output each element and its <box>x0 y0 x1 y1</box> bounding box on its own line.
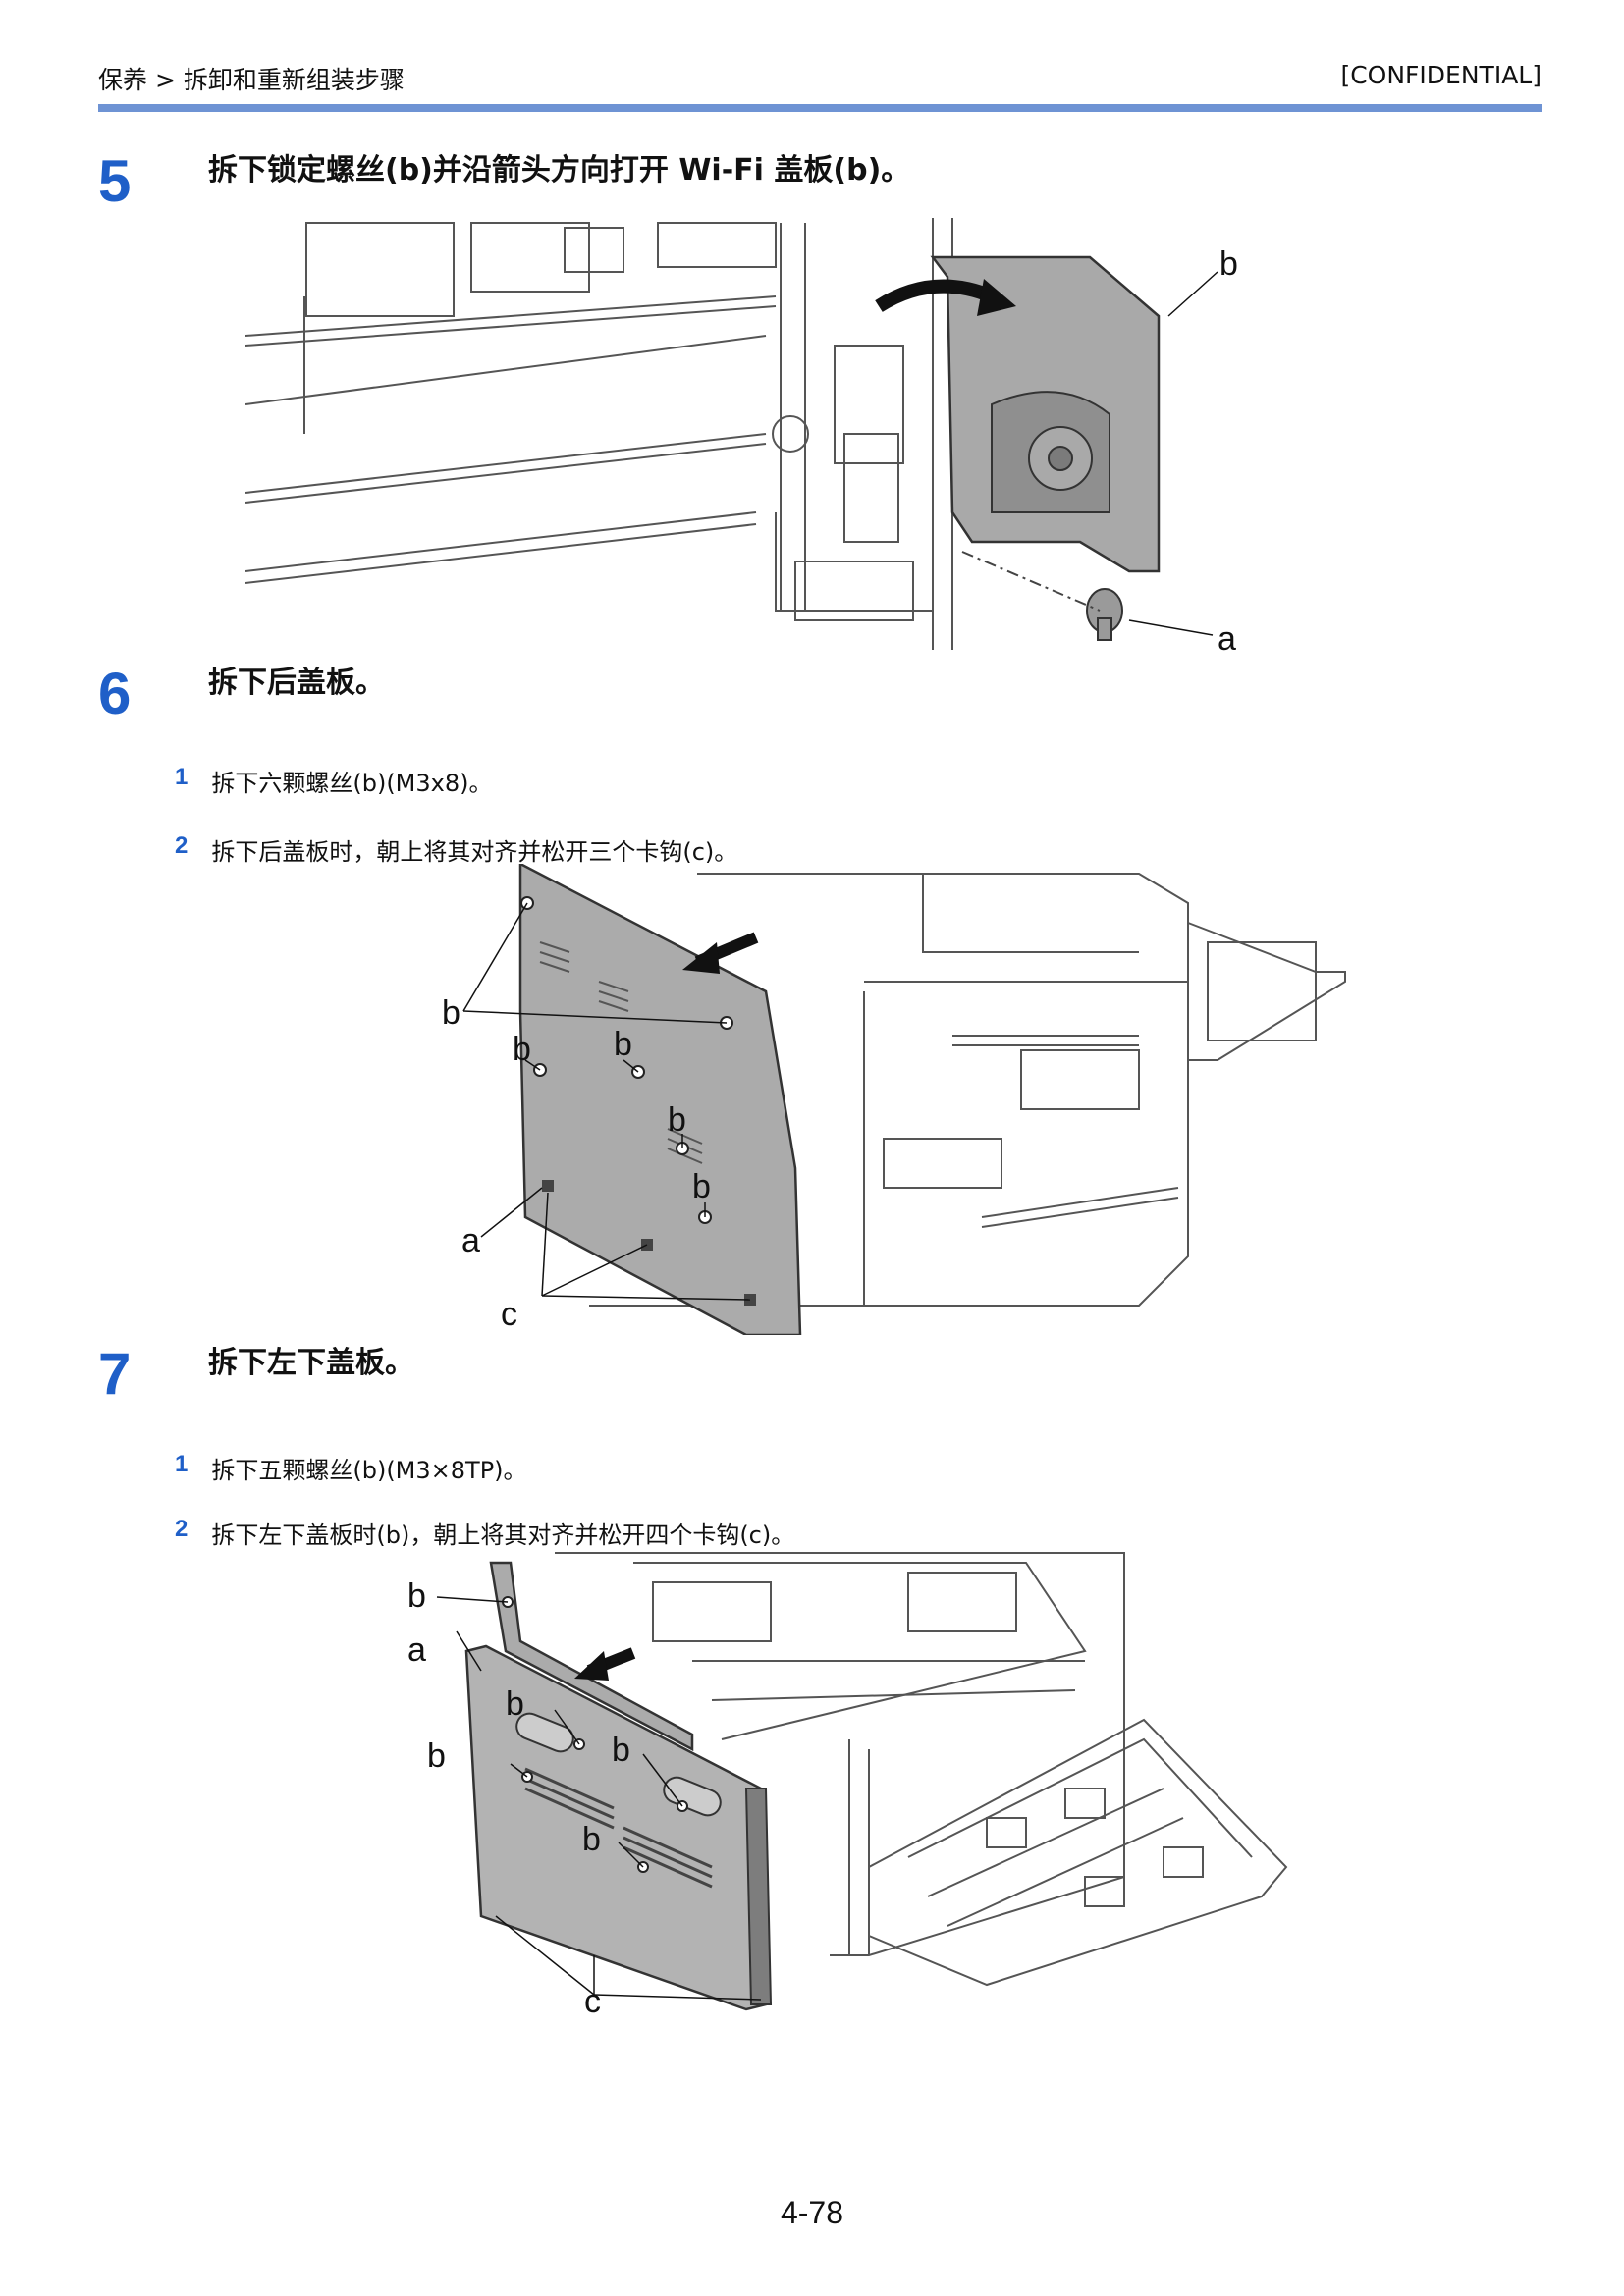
step-7-label-b-3: b <box>427 1737 446 1775</box>
substep-text: 拆下六颗螺丝(b)(M3x8)。 <box>211 770 493 797</box>
step-7-substep-1: 1 拆下五颗螺丝(b)(M3×8TP)。 <box>175 1451 527 1485</box>
substep-number: 2 <box>175 832 189 859</box>
step-6-number: 6 <box>98 661 132 726</box>
step-6-label-a: a <box>461 1222 480 1259</box>
step-6-label-b-2: b <box>513 1031 531 1068</box>
step-7-label-c: c <box>584 1983 601 2014</box>
step-6-title: 拆下后盖板。 <box>208 666 385 700</box>
substep-number: 2 <box>175 1516 189 1542</box>
step-7-title: 拆下左下盖板。 <box>208 1346 414 1380</box>
step-7-label-a: a <box>407 1631 426 1669</box>
step-6-label-b-4: b <box>668 1101 686 1139</box>
page-number: 4-78 <box>780 2195 844 2230</box>
confidential-label: [CONFIDENTIAL] <box>1340 61 1542 89</box>
step-6-substep-2: 2 拆下后盖板时，朝上将其对齐并松开三个卡钩(c)。 <box>175 832 737 867</box>
step-5-label-b: b <box>1219 245 1238 283</box>
step-6-figure: b b b b b a c <box>432 864 1355 1335</box>
header-divider <box>98 104 1542 112</box>
step-7-label-b-4: b <box>612 1732 630 1769</box>
step-5-label-a: a <box>1218 620 1236 658</box>
step-7-substep-2: 2 拆下左下盖板时(b)，朝上将其对齐并松开四个卡钩(c)。 <box>175 1516 794 1550</box>
step-5-figure: b a <box>245 218 1247 658</box>
substep-text: 拆下后盖板时，朝上将其对齐并松开三个卡钩(c)。 <box>211 838 738 866</box>
substep-number: 1 <box>175 764 189 790</box>
step-5-number: 5 <box>98 148 132 214</box>
step-6-label-b-3: b <box>614 1026 632 1063</box>
substep-text: 拆下左下盖板时(b)，朝上将其对齐并松开四个卡钩(c)。 <box>211 1522 795 1549</box>
substep-number: 1 <box>175 1451 189 1477</box>
step-5-title: 拆下锁定螺丝(b)并沿箭头方向打开 Wi-Fi 盖板(b)。 <box>208 153 911 187</box>
breadcrumb: 保养 > 拆卸和重新组装步骤 <box>98 66 405 94</box>
step-7-label-b-5: b <box>582 1821 601 1858</box>
step-7-label-b-2: b <box>506 1685 524 1723</box>
substep-text: 拆下五颗螺丝(b)(M3×8TP)。 <box>211 1457 527 1484</box>
step-6-label-c: c <box>501 1296 517 1333</box>
step-6-label-b-1: b <box>442 994 460 1032</box>
step-7-number: 7 <box>98 1341 132 1407</box>
step-7-figure: b a b b b b c <box>398 1543 1301 2014</box>
step-6-substep-1: 1 拆下六颗螺丝(b)(M3x8)。 <box>175 764 493 798</box>
step-6-label-b-5: b <box>692 1168 711 1205</box>
step-7-label-b-1: b <box>407 1577 426 1615</box>
